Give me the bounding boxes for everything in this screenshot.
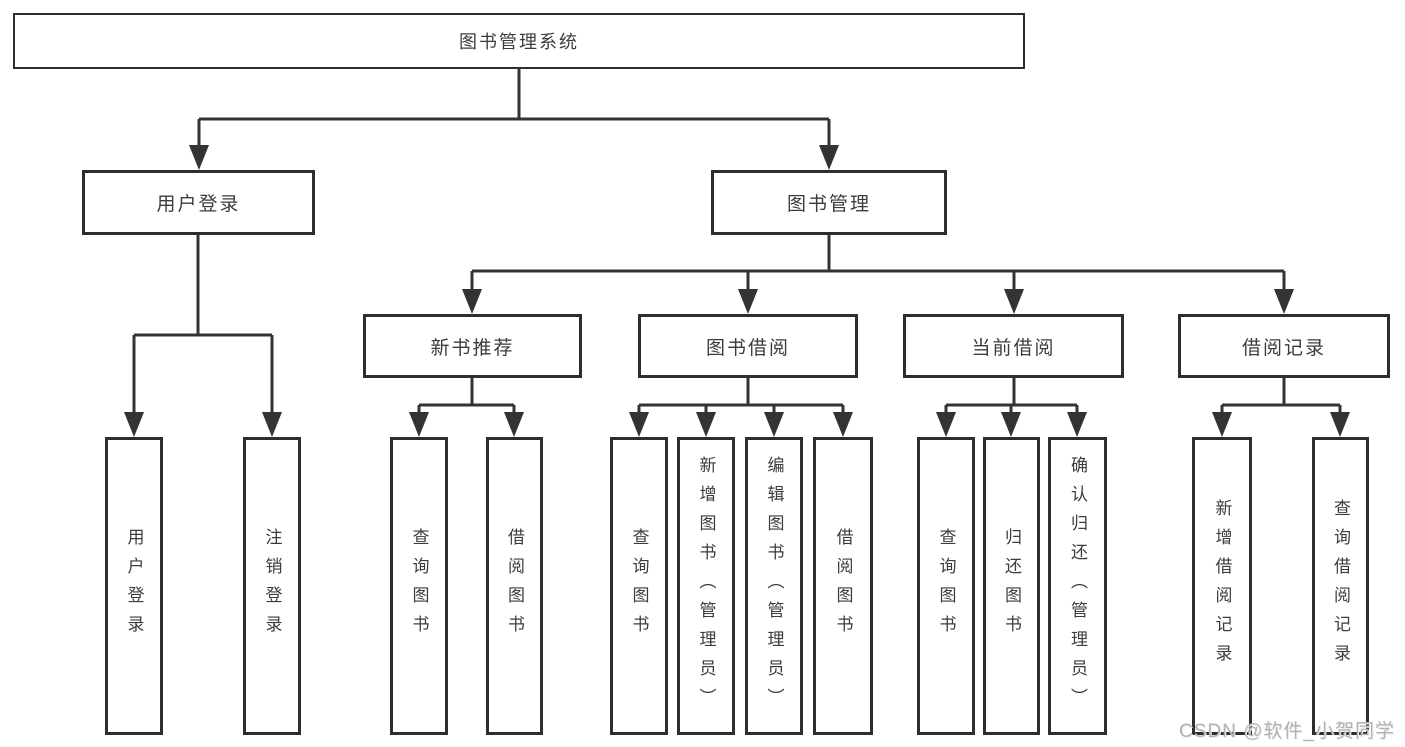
node-current-borrow-label: 当前借阅: [971, 337, 1056, 359]
leaf-confirm-return-admin: 确认归还（管理员）: [1048, 437, 1107, 735]
node-book-borrow: 图书借阅: [638, 314, 858, 378]
leaf-label: 新增图书（管理员）: [696, 455, 716, 717]
node-new-book-recommend-label: 新书推荐: [430, 337, 515, 359]
node-user-login: 用户登录: [82, 170, 315, 235]
csdn-watermark: CSDN @软件_小贺同学: [1179, 721, 1395, 742]
leaf-label: 查询图书: [409, 528, 429, 644]
node-root-label: 图书管理系统: [459, 32, 579, 52]
leaf-user-login: 用户登录: [105, 437, 163, 735]
leaf-edit-books-admin: 编辑图书（管理员）: [745, 437, 803, 735]
node-new-book-recommend: 新书推荐: [363, 314, 582, 378]
leaf-label: 借阅图书: [505, 528, 524, 644]
leaf-label: 新增借阅记录: [1212, 499, 1232, 673]
leaf-label: 注销登录: [262, 528, 282, 644]
leaf-label: 编辑图书（管理员）: [764, 455, 784, 717]
node-root: 图书管理系统: [13, 13, 1025, 69]
leaf-query-books-current: 查询图书: [917, 437, 975, 735]
node-current-borrow: 当前借阅: [903, 314, 1124, 378]
leaf-label: 查询借阅记录: [1331, 499, 1350, 673]
leaf-query-books-recommend: 查询图书: [390, 437, 448, 735]
leaf-logout: 注销登录: [243, 437, 301, 735]
leaf-label: 查询图书: [629, 528, 649, 644]
node-user-login-label: 用户登录: [156, 194, 241, 215]
leaf-add-borrow-record: 新增借阅记录: [1192, 437, 1252, 735]
leaf-query-books-borrow: 查询图书: [610, 437, 668, 735]
node-book-management-label: 图书管理: [786, 194, 871, 215]
leaf-borrow-books: 借阅图书: [813, 437, 873, 735]
leaf-query-borrow-record: 查询借阅记录: [1312, 437, 1369, 735]
node-book-management: 图书管理: [711, 170, 947, 235]
leaf-label: 用户登录: [124, 528, 144, 644]
leaf-label: 确认归还（管理员）: [1068, 455, 1087, 717]
node-borrow-records-label: 借阅记录: [1241, 337, 1326, 359]
node-borrow-records: 借阅记录: [1178, 314, 1390, 378]
leaf-add-books-admin: 新增图书（管理员）: [677, 437, 735, 735]
node-book-borrow-label: 图书借阅: [705, 337, 790, 359]
leaf-borrow-books-recommend: 借阅图书: [486, 437, 543, 735]
leaf-label: 查询图书: [936, 528, 956, 644]
leaf-label: 归还图书: [1002, 528, 1021, 644]
leaf-return-books: 归还图书: [983, 437, 1040, 735]
leaf-label: 借阅图书: [833, 528, 853, 644]
